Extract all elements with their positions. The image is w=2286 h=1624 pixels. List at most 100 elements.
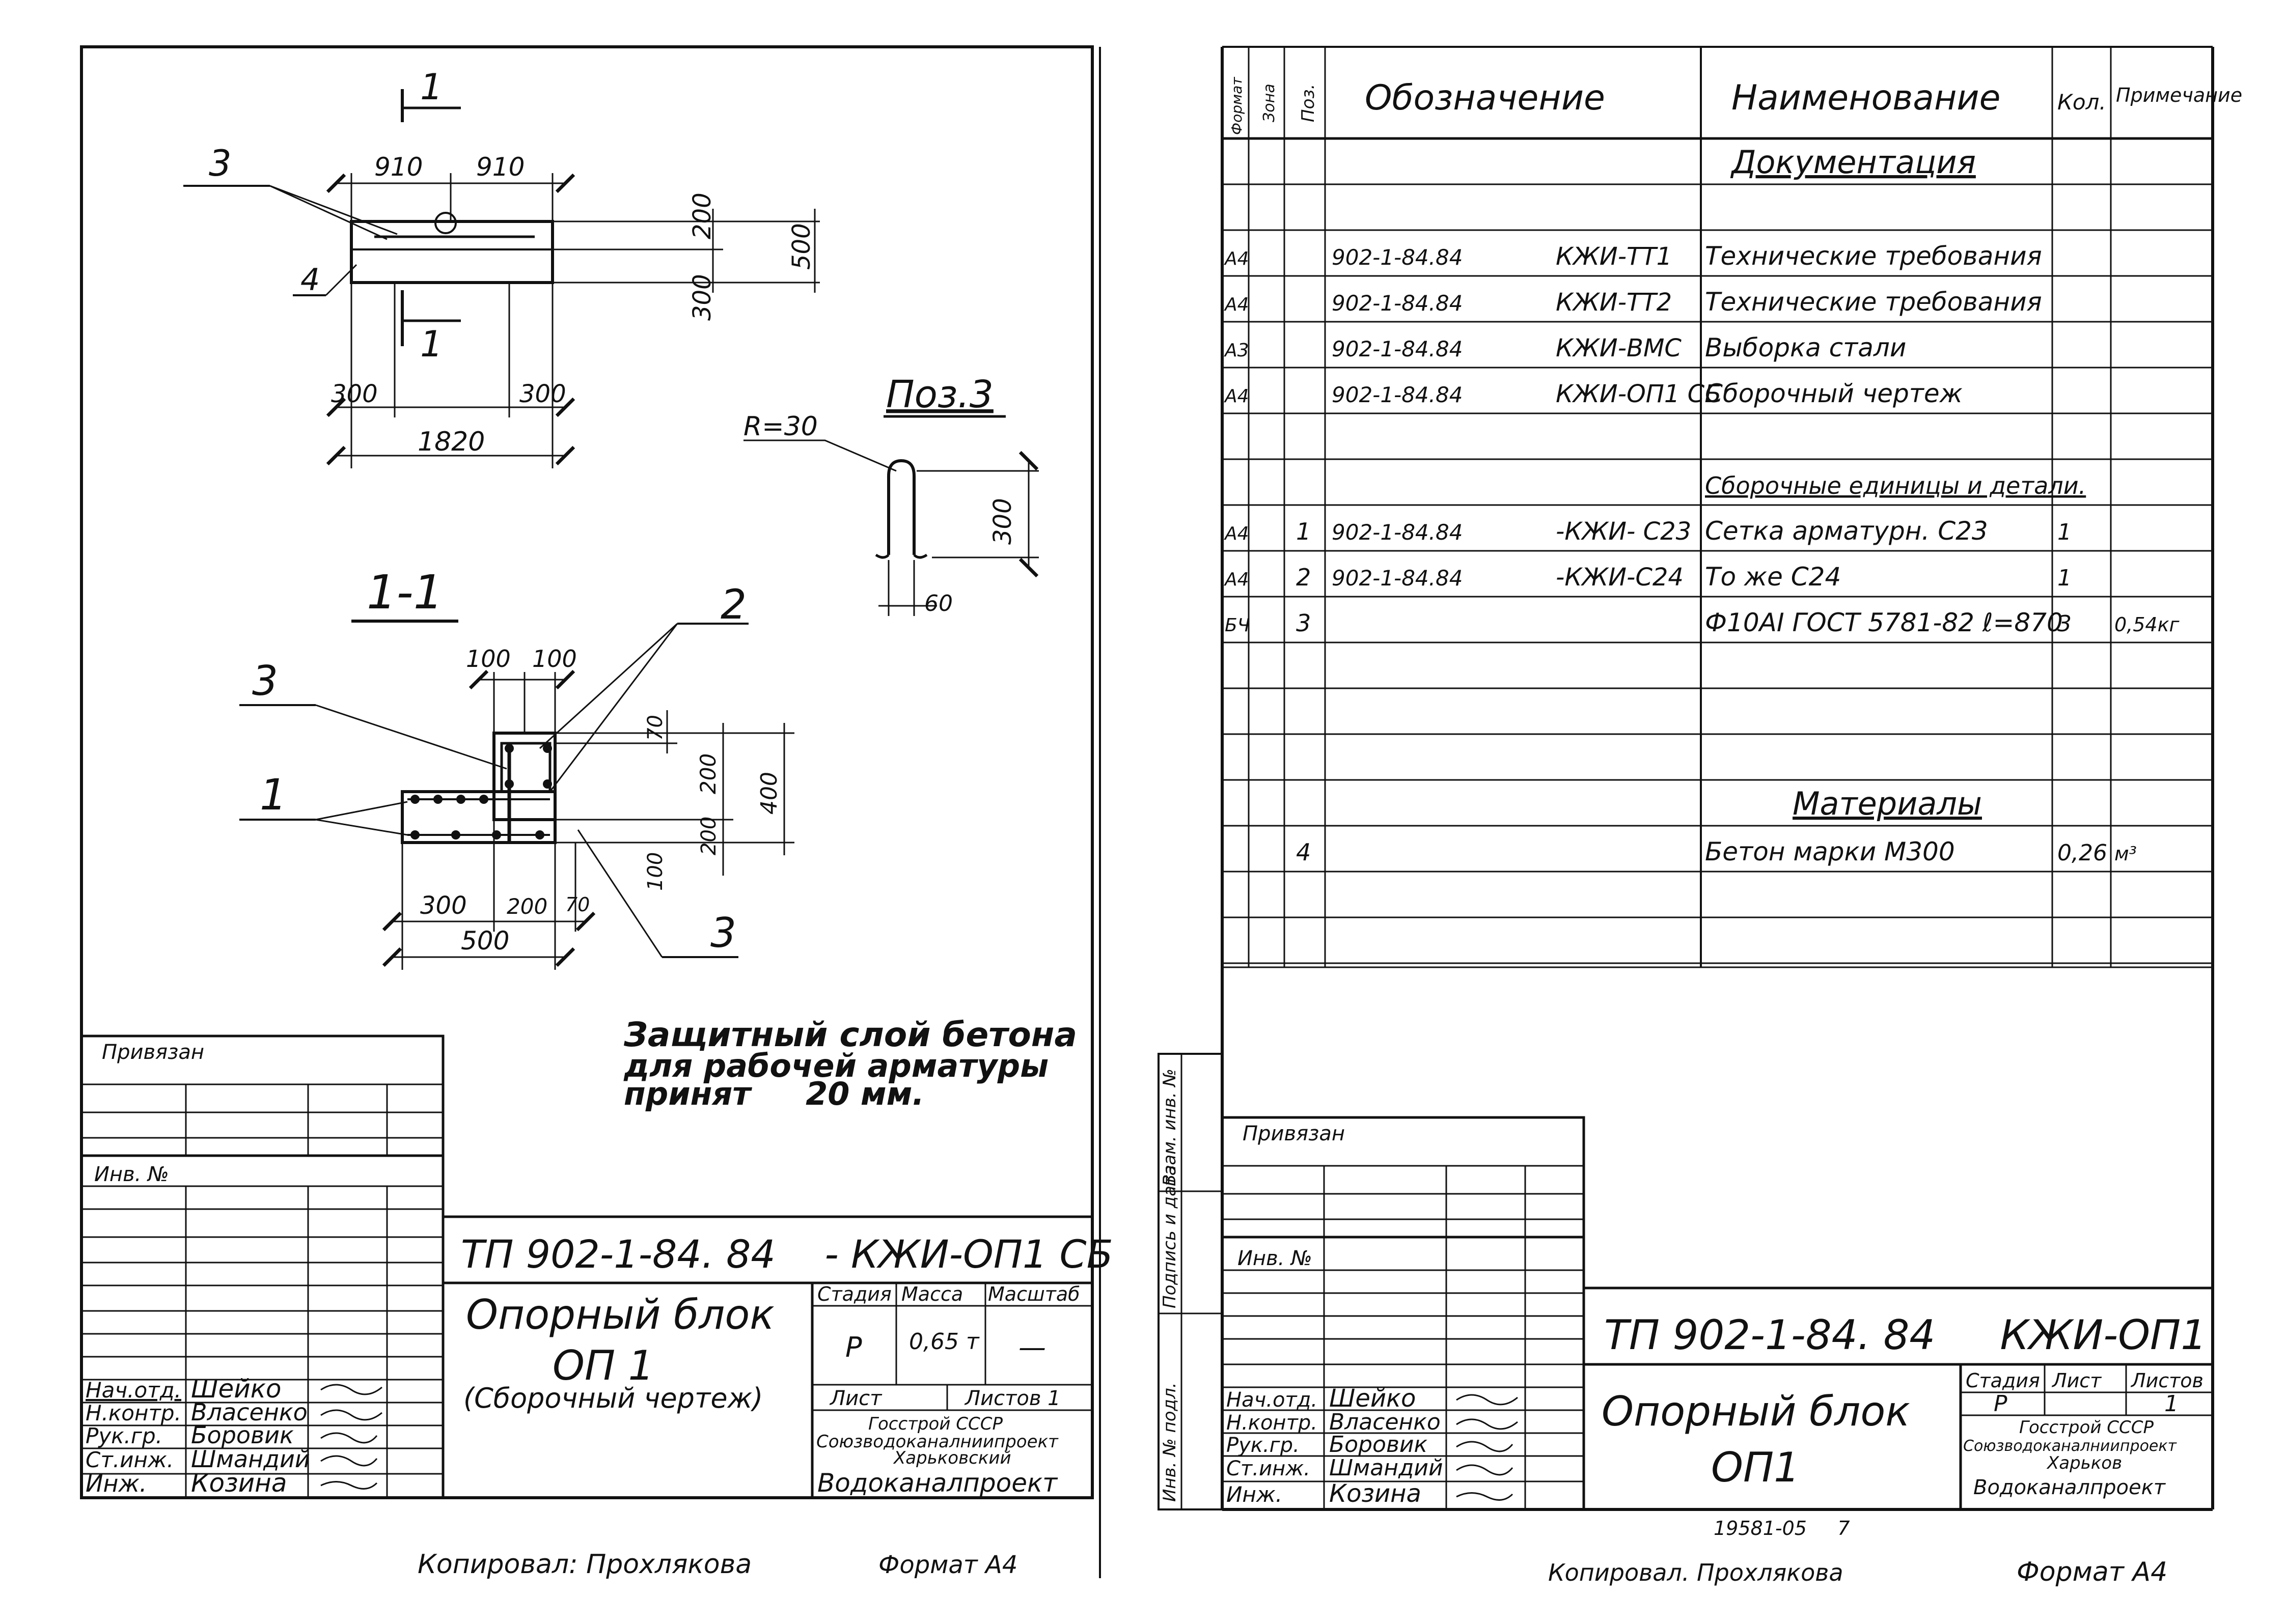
right-signer-role-4: Ст.инж. [1226, 1457, 1310, 1480]
right-stamp-h-stage: Стадия [1966, 1369, 2040, 1392]
sec-dim-v200b: 200 [697, 817, 721, 855]
spec-cell-fmt: А4 [1224, 523, 1249, 544]
dim-end-left: 300 [331, 380, 378, 408]
dim-end-right: 300 [519, 380, 566, 408]
spec-cell-pos: 4 [1296, 838, 1311, 866]
sec-dim-v70: 70 [644, 715, 667, 741]
pos3-title: Поз.3 [886, 373, 994, 416]
sec-dim-b200: 200 [507, 894, 547, 919]
spec-cell-fmt: А4 [1224, 386, 1249, 407]
left-privyazan-label: Привязан [102, 1041, 204, 1064]
spec-cell-code: 902-1-84.84 [1332, 520, 1463, 545]
spec-cell-note: 0,54кг [2114, 613, 2180, 636]
right-signer-role-3: Рук.гр. [1226, 1434, 1300, 1457]
spec-cell-fmt: А4 [1224, 248, 1249, 269]
spec-h-format: Формат [1228, 77, 1245, 135]
spec-cell-name: Сборочный чертеж [1705, 379, 1963, 408]
spec-cell-suffix: -КЖИ-С24 [1556, 563, 1684, 592]
spec-cell-name: То же С24 [1705, 562, 1841, 592]
left-signer-name-3: Боровик [191, 1421, 294, 1449]
detail-pos3: Поз.3 R=30 300 60 [743, 373, 1039, 617]
right-stamp-sheets: 1 [2164, 1391, 2179, 1417]
dim-h-top: 200 [688, 192, 717, 239]
spec-cell-name: Сборочные единицы и детали. [1705, 472, 2086, 499]
left-org-4: Водоканалпроект [817, 1468, 1058, 1498]
spec-cell-name: Выборка стали [1705, 333, 1906, 362]
right-title-code: ТП 902-1-84. 84 КЖИ-ОП1 [1604, 1311, 2207, 1359]
left-signer-name-4: Шмандий [191, 1445, 310, 1473]
dim-half-right: 910 [476, 152, 525, 182]
spec-cell-code: 902-1-84.84 [1332, 291, 1463, 316]
right-org-2: Союзводоканалниипроект [1963, 1437, 2178, 1455]
spec-cell-code: 902-1-84.84 [1332, 566, 1463, 591]
left-title-name-2: ОП 1 [553, 1342, 654, 1389]
spec-cell-code: 902-1-84.84 [1332, 245, 1463, 270]
spec-cell-name: Бетон марки М300 [1705, 837, 1955, 866]
left-privyazan-block: Привязан [80, 1034, 445, 1157]
spec-cell-name: Ф10АI ГОСТ 5781-82 ℓ=870 [1705, 608, 2063, 637]
callout-sec-3a: 3 [252, 657, 278, 705]
left-title-name-1: Опорный блок [466, 1291, 775, 1338]
callout-plan-3: 3 [209, 143, 232, 184]
dim-h-bottom: 300 [688, 274, 717, 321]
right-stamp-h-sheet: Лист [2051, 1369, 2102, 1392]
spec-cell-pos: 2 [1296, 564, 1311, 591]
left-signer-role-5: Инж. [86, 1470, 147, 1497]
right-title-name-2: ОП1 [1711, 1444, 1800, 1491]
spec-cell-fmt: А4 [1224, 294, 1249, 315]
spec-cell-suffix: -КЖИ- С23 [1556, 517, 1691, 546]
section-title: 1-1 [367, 565, 443, 620]
pos3-width: 60 [924, 591, 953, 617]
spec-table: Формат Зона Поз. Обозначение Наименовани… [1222, 47, 2242, 968]
spec-h-zone: Зона [1260, 83, 1278, 122]
concrete-cover-note: Защитный слой бетона для рабочей арматур… [623, 1015, 1077, 1112]
spec-cell-fmt: А3 [1224, 340, 1249, 361]
spec-cell-suffix: КЖИ-ТТ1 [1556, 242, 1672, 271]
dim-length: 1820 [418, 427, 485, 457]
right-stamp-h-sheets: Листов [2130, 1369, 2204, 1392]
plan-view: 1 1 910 910 200 500 300 300 300 [183, 66, 820, 468]
spec-cell-fmt: БЧ [1225, 615, 1250, 636]
spec-cell-name: Технические требования [1705, 241, 2042, 271]
spec-cell-name: Документация [1730, 144, 1976, 181]
left-stamp-stage: Р [845, 1331, 862, 1363]
right-format: Формат А4 [2017, 1557, 2167, 1587]
left-stamp-mass: 0,65 т [909, 1329, 980, 1355]
right-signer-name-3: Боровик [1329, 1432, 1427, 1458]
left-org-3: Харьковский [893, 1448, 1011, 1468]
right-signer-name-1: Шейко [1329, 1384, 1416, 1413]
right-org-1: Госстрой СССР [2019, 1417, 2154, 1438]
section-1-1: 1-1 100 100 70 [239, 565, 794, 970]
right-signatures [1456, 1394, 1518, 1501]
left-signer-role-4: Ст.инж. [86, 1447, 174, 1472]
spec-cell-name: Материалы [1793, 785, 1982, 822]
left-org-2: Союзводоканалниипроект [816, 1432, 1059, 1452]
left-signer-role-2: Н.контр. [86, 1401, 181, 1425]
right-privyazan-block: Привязан [1221, 1116, 1585, 1509]
right-signer-name-2: Власенко [1329, 1409, 1441, 1435]
spec-h-code: Обозначение [1365, 78, 1605, 118]
spec-h-pos: Поз. [1298, 84, 1318, 122]
spec-cell-name: Технические требования [1705, 287, 2042, 317]
dim-h-total: 500 [787, 223, 816, 270]
sec-dim-v100: 100 [644, 852, 667, 891]
left-title-block: Инв. № ТП 902-1-84. 84 - КЖИ-ОП1 СБ Опор… [80, 1036, 1113, 1498]
spec-cell-pos: 1 [1296, 518, 1311, 545]
note-line-2: для рабочей арматуры [623, 1047, 1049, 1084]
sec-dim-b300: 300 [420, 891, 467, 920]
spec-cell-pos: 3 [1296, 609, 1311, 637]
left-sheet-frame [80, 45, 1101, 1578]
pos3-height: 300 [988, 498, 1017, 545]
note-line-1: Защитный слой бетона [623, 1015, 1077, 1054]
spec-cell-suffix: КЖИ-ВМС [1556, 334, 1682, 362]
left-signer-name-1: Шейко [191, 1374, 282, 1404]
side-strip: Инв. № подл. Подпись и дата Взам. инв. № [1158, 1053, 1223, 1510]
sec-dim-top-a: 100 [466, 645, 511, 673]
right-privyazan-label: Привязан [1243, 1122, 1345, 1145]
left-format: Формат А4 [878, 1551, 1017, 1579]
pos3-radius: R=30 [743, 411, 818, 442]
sec-dim-v400: 400 [756, 772, 782, 815]
left-signer-role-3: Рук.гр. [86, 1423, 162, 1448]
right-inv-label: Инв. № [1237, 1247, 1312, 1270]
